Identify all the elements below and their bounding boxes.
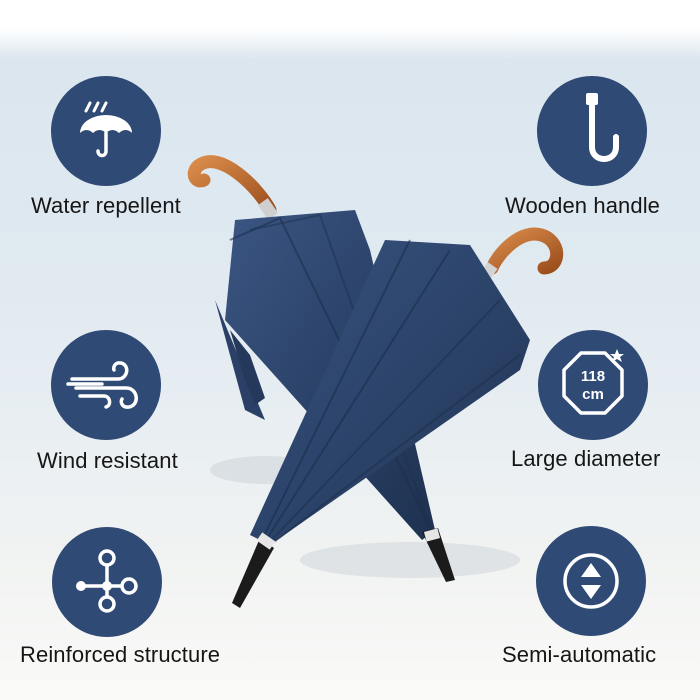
right-wooden-handle	[485, 227, 564, 275]
left-tip	[422, 528, 455, 582]
hook-handle-icon	[586, 93, 619, 162]
diameter-unit: cm	[582, 386, 604, 403]
structure-label: Reinforced structure	[20, 642, 221, 667]
top-strip	[0, 0, 700, 28]
water-label: Water repellent	[31, 193, 181, 218]
handle-badge	[537, 76, 647, 186]
umbrellas-illustration	[187, 155, 564, 608]
octagon-size-icon: 118 cm	[562, 349, 624, 415]
handle-label: Wooden handle	[505, 193, 661, 218]
structure-badge	[52, 527, 162, 637]
right-tip	[232, 538, 274, 608]
up-down-arrows-icon	[563, 553, 619, 609]
diameter-badge: 118 cm	[538, 330, 648, 440]
umbrella-rain-icon	[80, 101, 132, 158]
structure-nodes-icon	[76, 549, 138, 613]
wind-icon	[66, 361, 138, 409]
left-ferrule	[257, 198, 279, 220]
auto-label: Semi-automatic	[502, 642, 657, 667]
diameter-label: Large diameter	[511, 446, 661, 471]
right-canopy	[250, 240, 530, 545]
water-badge	[51, 76, 161, 186]
diameter-value: 118	[581, 368, 605, 385]
left-wooden-handle	[187, 155, 277, 217]
auto-badge	[536, 526, 646, 636]
shadow	[300, 542, 520, 578]
wind-badge	[51, 330, 161, 440]
wind-label: Wind resistant	[37, 448, 178, 473]
